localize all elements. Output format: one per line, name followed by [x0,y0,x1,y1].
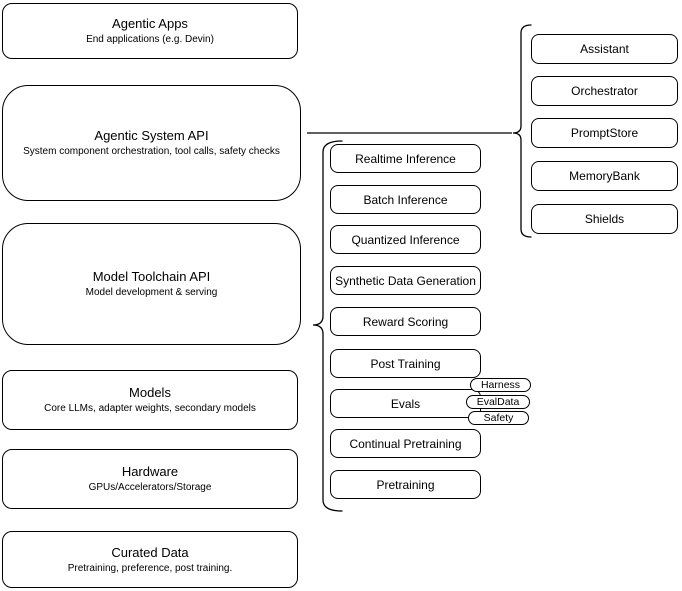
node-subtitle: GPUs/Accelerators/Storage [88,482,212,493]
node-subtitle: Model development & serving [85,287,218,298]
node-subtitle: System component orchestration, tool cal… [23,146,280,157]
node-quantized-inference: Quantized Inference [330,225,481,254]
node-memorybank: MemoryBank [531,161,678,191]
node-hardware: Hardware GPUs/Accelerators/Storage [2,449,298,509]
node-title: Curated Data [111,544,189,560]
node-continual-pretraining: Continual Pretraining [330,429,481,458]
brace-system-components [512,24,532,238]
node-models: Models Core LLMs, adapter weights, secon… [2,370,298,430]
node-assistant: Assistant [531,34,678,64]
tag-safety: Safety [468,411,529,425]
node-title: Model Toolchain API [92,269,211,284]
node-synthetic-data-generation: Synthetic Data Generation [330,266,481,295]
node-agentic-system-api: Agentic System API System component orch… [2,85,301,201]
node-orchestrator: Orchestrator [531,76,678,106]
node-model-toolchain-api: Model Toolchain API Model development & … [2,223,301,345]
node-subtitle: End applications (e.g. Devin) [86,34,214,45]
node-evals: Evals [330,389,481,418]
node-title: Agentic Apps [112,16,188,31]
node-title: Hardware [121,464,179,479]
node-title: Agentic System API [94,128,209,143]
node-title: Models [129,385,171,400]
tag-evaldata: EvalData [466,395,530,409]
node-pretraining: Pretraining [330,470,481,499]
tag-harness: Harness [470,378,531,392]
node-curated-data: Curated Data Pretraining, preference, po… [2,531,298,588]
node-post-training: Post Training [330,349,481,378]
node-batch-inference: Batch Inference [330,185,481,214]
node-subtitle: Pretraining, preference, post training. [67,562,233,574]
node-promptstore: PromptStore [531,118,678,148]
node-agentic-apps: Agentic Apps End applications (e.g. Devi… [2,3,298,59]
node-reward-scoring: Reward Scoring [330,307,481,336]
node-shields: Shields [531,204,678,234]
node-subtitle: Core LLMs, adapter weights, secondary mo… [44,403,256,414]
node-realtime-inference: Realtime Inference [330,144,481,173]
